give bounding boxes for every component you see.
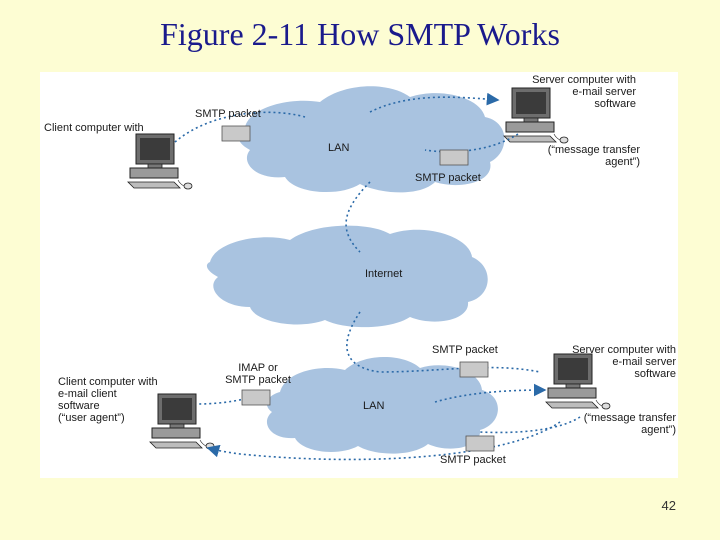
bottom-client-label-1: Client computer with: [58, 376, 158, 388]
top-smtp-packet-2: [439, 149, 469, 166]
bottom-client-label-3: software: [58, 400, 100, 412]
internet-label: Internet: [365, 268, 403, 280]
top-lan-to-internet-link: [345, 181, 371, 253]
top-lan-to-server-arrow: [369, 92, 500, 113]
top-client-label: Client computer with: [44, 122, 144, 134]
internet-cloud: [206, 225, 488, 328]
page-number: 42: [661, 498, 676, 513]
bottom-client-computer-icon: [149, 393, 215, 450]
bottom-mta-label-1: (“message transfer: [583, 412, 676, 424]
bottom-mta-label-2: agent”): [641, 424, 676, 436]
top-server-label-1: Server computer with: [532, 74, 636, 86]
bottom-server-label-3: software: [634, 368, 676, 380]
bottom-imap-label-1: IMAP or: [238, 362, 278, 374]
bottom-server-label-1: Server computer with: [572, 344, 676, 356]
slide-title: Figure 2-11 How SMTP Works: [160, 16, 560, 52]
diagram-graphics: [127, 86, 611, 461]
internet-to-bottom-server-link: [346, 311, 541, 373]
bottom-smtp-packet-2: [465, 435, 495, 452]
top-mta-label-2: agent”): [605, 156, 640, 168]
bottom-imap-label-2: SMTP packet: [225, 374, 291, 386]
bottom-smtp-packet-1: [459, 361, 489, 378]
top-client-to-lan-arrow: [174, 111, 306, 143]
bottom-lan-to-client-arrow: [197, 391, 271, 405]
bottom-lan-cloud: [266, 357, 498, 454]
bottom-client-label-2: e-mail client: [58, 388, 117, 400]
top-mta-label-1: (“message transfer: [547, 144, 640, 156]
top-smtp-packet-label-1: SMTP packet: [195, 108, 261, 120]
top-server-label-2: e-mail server: [572, 86, 636, 98]
bottom-client-label-4: (“user agent”): [58, 412, 125, 424]
bottom-smtp-packet-label-2: SMTP packet: [440, 454, 506, 466]
bottom-server-label-2: e-mail server: [612, 356, 676, 368]
bottom-imap-packet: [241, 389, 271, 406]
top-smtp-packet-1: [221, 125, 251, 142]
smtp-diagram: Client computer with SMTP packet SMTP pa…: [40, 72, 678, 478]
top-server-to-lan-arrow: [424, 133, 519, 153]
bottom-smtp-packet-label-1: SMTP packet: [432, 344, 498, 356]
bottom-lan-label: LAN: [363, 400, 385, 412]
top-lan-cloud: [238, 86, 505, 193]
top-lan-label: LAN: [328, 142, 350, 154]
top-client-computer-icon: [127, 133, 193, 190]
bottom-lan-to-server-arrow: [434, 383, 547, 403]
top-smtp-packet-label-2: SMTP packet: [415, 172, 481, 184]
top-server-label-3: software: [594, 98, 636, 110]
